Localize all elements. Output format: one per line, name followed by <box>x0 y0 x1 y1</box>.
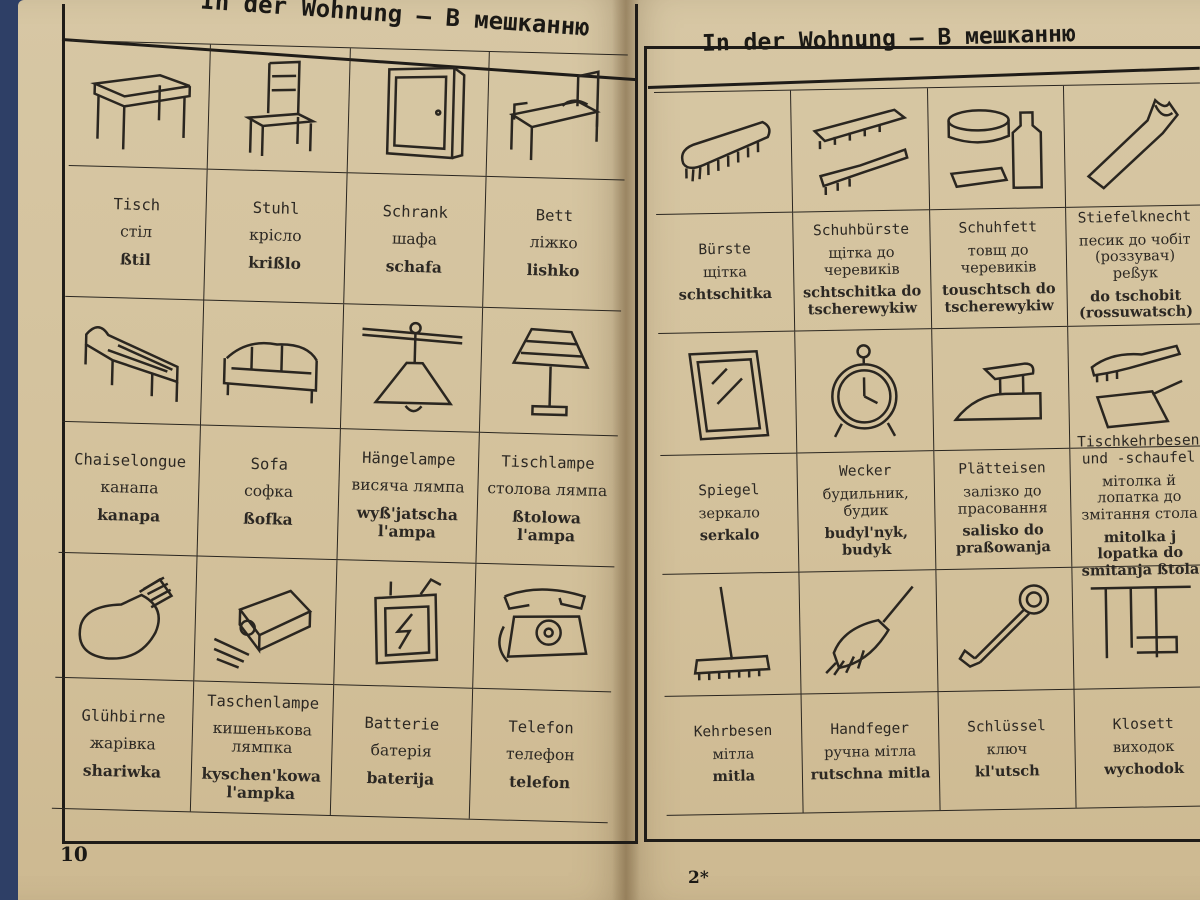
shoe-polish-icon <box>947 108 1044 189</box>
right-page <box>626 0 1200 900</box>
left-page-number: 10 <box>60 842 88 866</box>
bootjack-icon <box>1086 97 1180 190</box>
chair-icon <box>244 60 318 157</box>
light-bulb-icon <box>78 576 174 660</box>
hand-brush-icon <box>824 585 914 676</box>
left-page <box>18 0 626 900</box>
toilet-icon <box>1090 584 1191 658</box>
broom-icon <box>693 586 771 680</box>
iron-icon <box>953 361 1043 421</box>
battery-icon <box>373 577 442 665</box>
mirror-icon <box>688 349 770 441</box>
bed-icon <box>508 70 601 161</box>
right-page-frame <box>644 46 1200 842</box>
flashlight-icon <box>213 589 313 669</box>
sofa-icon <box>223 341 319 404</box>
right-page-number: 2* <box>688 868 709 888</box>
chaiselongue-icon <box>84 326 179 402</box>
key-icon <box>958 583 1050 668</box>
wardrobe-icon <box>385 66 466 160</box>
hanging-lamp-icon <box>361 321 463 413</box>
shoe-brush-icon <box>811 107 909 195</box>
table-icon <box>90 74 192 150</box>
telephone-icon <box>498 588 588 663</box>
left-page-frame <box>62 4 638 844</box>
table-lamp-icon <box>511 327 590 417</box>
dustpan-icon <box>1090 343 1183 428</box>
brush-icon <box>680 120 771 181</box>
alarm-clock-icon <box>830 343 898 437</box>
